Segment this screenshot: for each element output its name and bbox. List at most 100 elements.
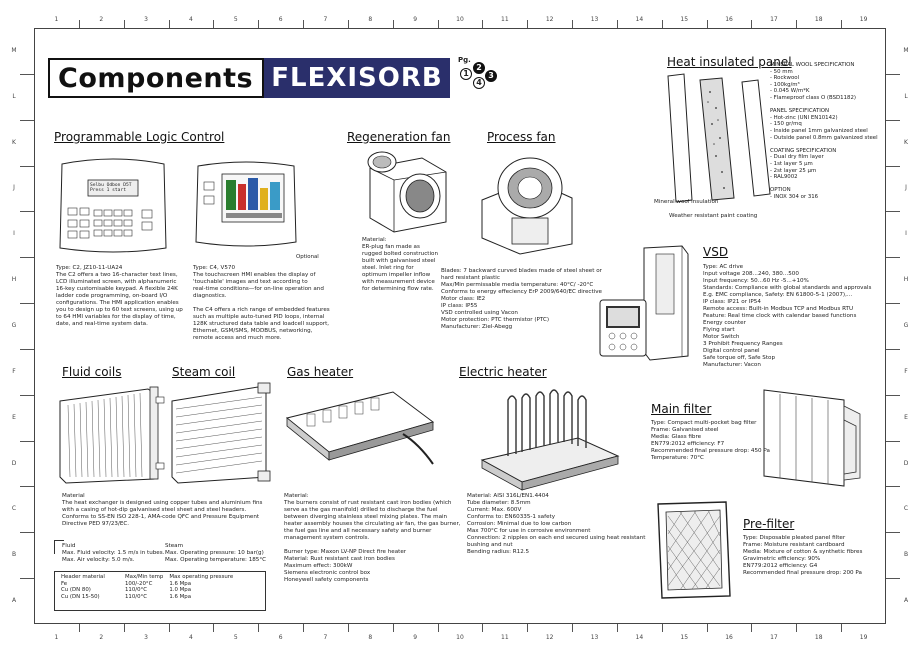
grid-tick xyxy=(616,20,618,28)
grid-tick xyxy=(20,532,34,534)
text-line: optimum impeller inflow xyxy=(362,272,431,278)
grid-tick xyxy=(392,624,394,632)
grid-column-label: 7 xyxy=(323,634,328,641)
text-line: Temperature: 70°C xyxy=(651,455,704,461)
text-line: - 50 mm xyxy=(770,68,793,75)
grid-tick xyxy=(20,578,34,580)
text-line: Input voltage 208...240, 380...500 xyxy=(703,271,799,277)
panel-heading: Heat insulated panel xyxy=(667,55,792,69)
fluid-coils-heading: Fluid coils xyxy=(62,365,122,379)
text-line: built with galvanised steel xyxy=(362,258,436,264)
text-line: with a casing of hot-dip galvanised stee… xyxy=(62,507,247,513)
text-line: Tube diameter: 8.5mm xyxy=(467,500,531,506)
grid-tick xyxy=(78,20,80,28)
grid-column-label: 8 xyxy=(368,634,373,641)
grid-row-label: A xyxy=(11,597,17,605)
plc-c2-illustration xyxy=(59,158,167,253)
grid-row-label: I xyxy=(13,230,15,238)
grid-tick xyxy=(482,624,484,632)
table-cell: Cu (DN 15-50) xyxy=(61,593,100,600)
text-line: IP class: IP21 or IP54 xyxy=(703,299,761,305)
grid-row-label: J xyxy=(13,184,15,192)
text-line: heater assembly houses the circulating a… xyxy=(284,521,461,527)
text-line: - Inside panel 1mm galvanized steel xyxy=(770,127,868,134)
brand-box: FLEXISORB xyxy=(264,58,450,98)
pre-filter-illustration xyxy=(657,501,731,599)
regen-fan-illustration xyxy=(367,151,447,233)
grid-row-label: K xyxy=(12,138,16,146)
grid-tick xyxy=(572,624,574,632)
text-line: configurations. The HMI application enab… xyxy=(56,300,179,306)
grid-tick xyxy=(751,20,753,28)
text-line: to 64 HMI variables for the display of t… xyxy=(56,314,176,320)
grid-tick xyxy=(303,624,305,632)
grid-tick xyxy=(886,211,900,213)
text-line: diagnostics. xyxy=(193,293,227,299)
text-line: such as multiple auto-tuned PID loops, i… xyxy=(193,314,325,320)
regen-fan-heading: Regeneration fan xyxy=(347,130,451,144)
process-fan-text: Blades: 7 backward curved blades made of… xyxy=(441,268,621,331)
text-line: 128K structured data table and loadcell … xyxy=(193,321,330,327)
grid-tick xyxy=(886,486,900,488)
grid-column-label: 14 xyxy=(635,634,644,641)
grid-tick xyxy=(706,624,708,632)
text-line: VSD controlled using Vacon xyxy=(441,310,518,316)
grid-column-label: 12 xyxy=(545,16,554,23)
sheet-border xyxy=(34,28,886,624)
steam-label: Steam xyxy=(165,543,184,549)
grid-column-label: 5 xyxy=(233,634,238,641)
grid-row-label: F xyxy=(12,367,16,375)
text-line: ladder code programming, on-board I/O xyxy=(56,293,168,299)
text-line: Type: AC drive xyxy=(703,264,744,270)
grid-tick xyxy=(20,394,34,396)
grid-row-label: L xyxy=(904,92,908,100)
process-fan-illustration xyxy=(481,157,573,255)
grid-tick xyxy=(20,165,34,167)
text-line: Input frequency: 50...60 Hz -5...+10% xyxy=(703,278,809,284)
text-line: Motor protection: PTC thermistor (PTC) xyxy=(441,317,550,323)
plc-c4-illustration xyxy=(195,161,297,247)
text-line: Material: xyxy=(284,493,309,499)
grid-column-label: 18 xyxy=(814,634,823,641)
text-line: Media: Glass fibre xyxy=(651,434,702,440)
plc-heading: Programmable Logic Control xyxy=(54,130,225,144)
grid-tick xyxy=(616,624,618,632)
grid-tick xyxy=(886,440,900,442)
text-line: Max. Operating temperature: 185°C xyxy=(165,557,267,563)
text-line: - Hot-zinc (UNI EN10142) xyxy=(770,114,838,121)
text-line: hard resistant plastic xyxy=(441,275,500,281)
text-line: - 2st layer 25 µm xyxy=(770,167,817,174)
vsd-heading: VSD xyxy=(703,245,729,259)
pre-filter-heading: Pre-filter xyxy=(743,517,795,531)
text-line: The touchscreen HMI enables the display … xyxy=(193,272,316,278)
grid-tick xyxy=(841,20,843,28)
c2-screen: Selbu Odbon D5T Press 1 start xyxy=(90,183,132,194)
text-line: Directive PED 97/23/EC. xyxy=(62,521,130,527)
grid-tick xyxy=(527,20,529,28)
text-line: you to design up to 60 text screens, usi… xyxy=(56,307,183,313)
text-line: Standards: Compliance with global standa… xyxy=(703,285,872,291)
text-line xyxy=(193,300,343,307)
text-line: Connection: 2 nipples on each end secure… xyxy=(467,535,646,541)
table-cell: 1.6 Mpa xyxy=(169,580,192,587)
grid-tick xyxy=(886,532,900,534)
grid-row-label: E xyxy=(12,413,16,421)
page-1-icon: 1 xyxy=(460,68,472,80)
text-line: Conforms to: EN60335-1 safety xyxy=(467,514,556,520)
page-title-box: Components xyxy=(48,58,264,98)
text-line: Manufacturer: Vacon xyxy=(703,362,761,368)
fluid-label: Fluid xyxy=(62,543,76,549)
grid-row-label: D xyxy=(903,459,909,467)
text-line: Blades: 7 backward curved blades made of… xyxy=(441,268,602,274)
gas-heater-text: Material:The burners consist of rust res… xyxy=(284,493,461,584)
text-line: Motor class: IE2 xyxy=(441,296,486,302)
grid-column-label: 17 xyxy=(770,634,778,641)
grid-column-label: 16 xyxy=(725,16,733,23)
text-line: - Outside panel 0.8mm galvanized steel xyxy=(770,134,878,141)
